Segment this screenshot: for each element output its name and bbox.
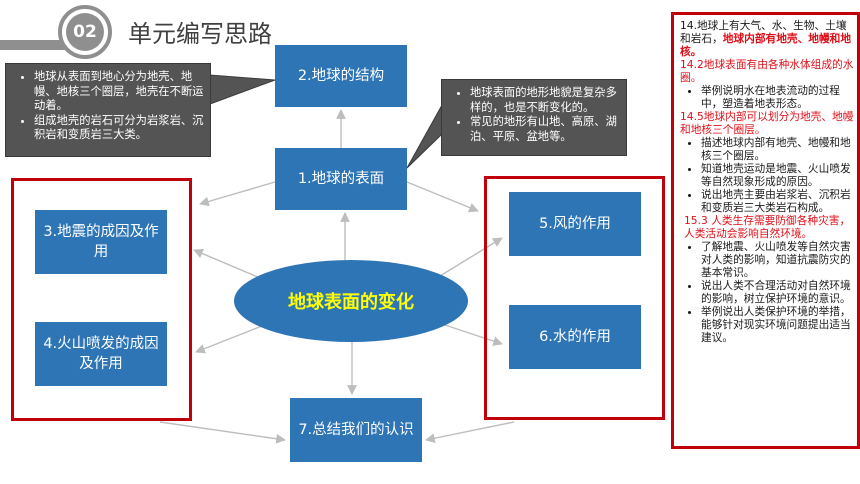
panel-section-list: 了解地震、火山喷发等自然灾害对人类的影响，知道抗震防灾的基本常识。 说出人类不合…: [680, 240, 854, 344]
panel-section-heading: 14.5地球内部可以划分为地壳、地幔和地核三个圈层。: [680, 110, 854, 136]
callout-right-pointer: [406, 103, 443, 169]
panel-section-heading: 14.2地球表面有由各种水体组成的水圈。: [680, 58, 854, 84]
panel-list-item: 举例说出人类保护环境的举措，能够针对现实环境问题提出适当建议。: [701, 305, 854, 344]
section-number: 02: [66, 13, 104, 51]
node-label: 5.风的作用: [539, 216, 611, 232]
callout-list: 地球从表面到地心分为地壳、地幔、地核三个圈层，地壳在不断运动着。 组成地壳的岩石…: [12, 70, 204, 143]
curriculum-standards-panel: 14.地球上有大气、水、生物、土壤和岩石，地球内部有地壳、地幔和地核。 14.2…: [671, 12, 860, 449]
node-label: 6.水的作用: [539, 329, 611, 345]
node-label: 3.地震的成因及作用: [43, 224, 159, 260]
node-water: 6.水的作用: [509, 305, 641, 369]
callout-list: 地球表面的地形地貌是复杂多样的，也是不断变化的。 常见的地形有山地、高原、湖泊、…: [448, 86, 620, 144]
header-rule: [0, 40, 100, 50]
panel-list-item: 了解地震、火山喷发等自然灾害对人类的影响，知道抗震防灾的基本常识。: [701, 240, 854, 279]
node-label: 4.火山喷发的成因及作用: [43, 336, 159, 372]
node-volcano: 4.火山喷发的成因及作用: [35, 322, 167, 386]
callout-earth-surface: 地球表面的地形地貌是复杂多样的，也是不断变化的。 常见的地形有山地、高原、湖泊、…: [441, 79, 627, 156]
node-summary: 7.总结我们的认识: [290, 398, 422, 462]
link-surface-to-frame-left: [199, 181, 276, 207]
callout-item: 组成地壳的岩石可分为岩浆岩、沉积岩和变质岩三大类。: [34, 114, 204, 143]
node-earthquake: 3.地震的成因及作用: [35, 210, 167, 274]
center-topic-label: 地球表面的变化: [288, 292, 414, 313]
panel-intro-highlight: 地球内部有地壳、地幔和地核。: [680, 32, 852, 58]
callout-item: 常见的地形有山地、高原、湖泊、平原、盆地等。: [470, 115, 620, 144]
panel-list-item: 描述地球内部有地壳、地幔和地核三个圈层。: [701, 136, 854, 162]
link-surface-to-frame-right: [406, 181, 479, 213]
link-center-to-earthquake: [193, 248, 261, 279]
panel-intro: 14.地球上有大气、水、生物、土壤和岩石，地球内部有地壳、地幔和地核。: [680, 19, 854, 58]
panel-intro-plain: 14.地球上有大气、水、生物、土壤和岩石，: [680, 19, 847, 45]
panel-list-item: 举例说明水在地表流动的过程中，塑造着地表形态。: [701, 84, 854, 110]
callout-left-pointer: [209, 74, 276, 105]
link-center-to-water: [441, 323, 503, 346]
callout-item: 地球从表面到地心分为地壳、地幔、地核三个圈层，地壳在不断运动着。: [34, 70, 204, 114]
node-earth-surface: 1.地球的表面: [275, 148, 407, 210]
panel-section-heading: 15.3 人类生存需要防御各种灾害，人类活动会影响自然环境。: [684, 214, 851, 240]
node-label: 7.总结我们的认识: [298, 422, 414, 438]
frame-left-group: [11, 178, 192, 421]
section-number-badge: 02: [58, 5, 112, 59]
callout-item: 地球表面的地形地貌是复杂多样的，也是不断变化的。: [470, 86, 620, 115]
panel-list-item: 说出地壳主要由岩浆岩、沉积岩和变质岩三大类岩石构成。: [701, 188, 854, 214]
node-earth-structure: 2.地球的结构: [275, 45, 407, 107]
link-center-to-volcano: [195, 325, 263, 354]
callout-earth-structure: 地球从表面到地心分为地壳、地幔、地核三个圈层，地壳在不断运动着。 组成地壳的岩石…: [5, 63, 211, 157]
page-title: 单元编写思路: [128, 20, 272, 48]
node-label: 2.地球的结构: [297, 68, 385, 84]
panel-section-list: 举例说明水在地表流动的过程中，塑造着地表形态。: [680, 84, 854, 110]
link-center-to-wind: [439, 237, 503, 277]
panel-list-item: 说出人类不合理活动对自然环境的影响，树立保护环境的意识。: [701, 279, 854, 305]
panel-section-list: 描述地球内部有地壳、地幔和地核三个圈层。 知道地壳运动是地震、火山喷发等自然现象…: [680, 136, 854, 214]
panel-list-item: 知道地壳运动是地震、火山喷发等自然现象形成的原因。: [701, 162, 854, 188]
node-label: 1.地球的表面: [297, 171, 385, 187]
node-wind: 5.风的作用: [509, 192, 641, 256]
center-topic-ellipse: 地球表面的变化: [234, 260, 468, 342]
link-frame-right-to-summary: [425, 421, 515, 444]
link-frame-left-to-summary: [159, 421, 286, 444]
frame-right-group: [484, 176, 665, 420]
